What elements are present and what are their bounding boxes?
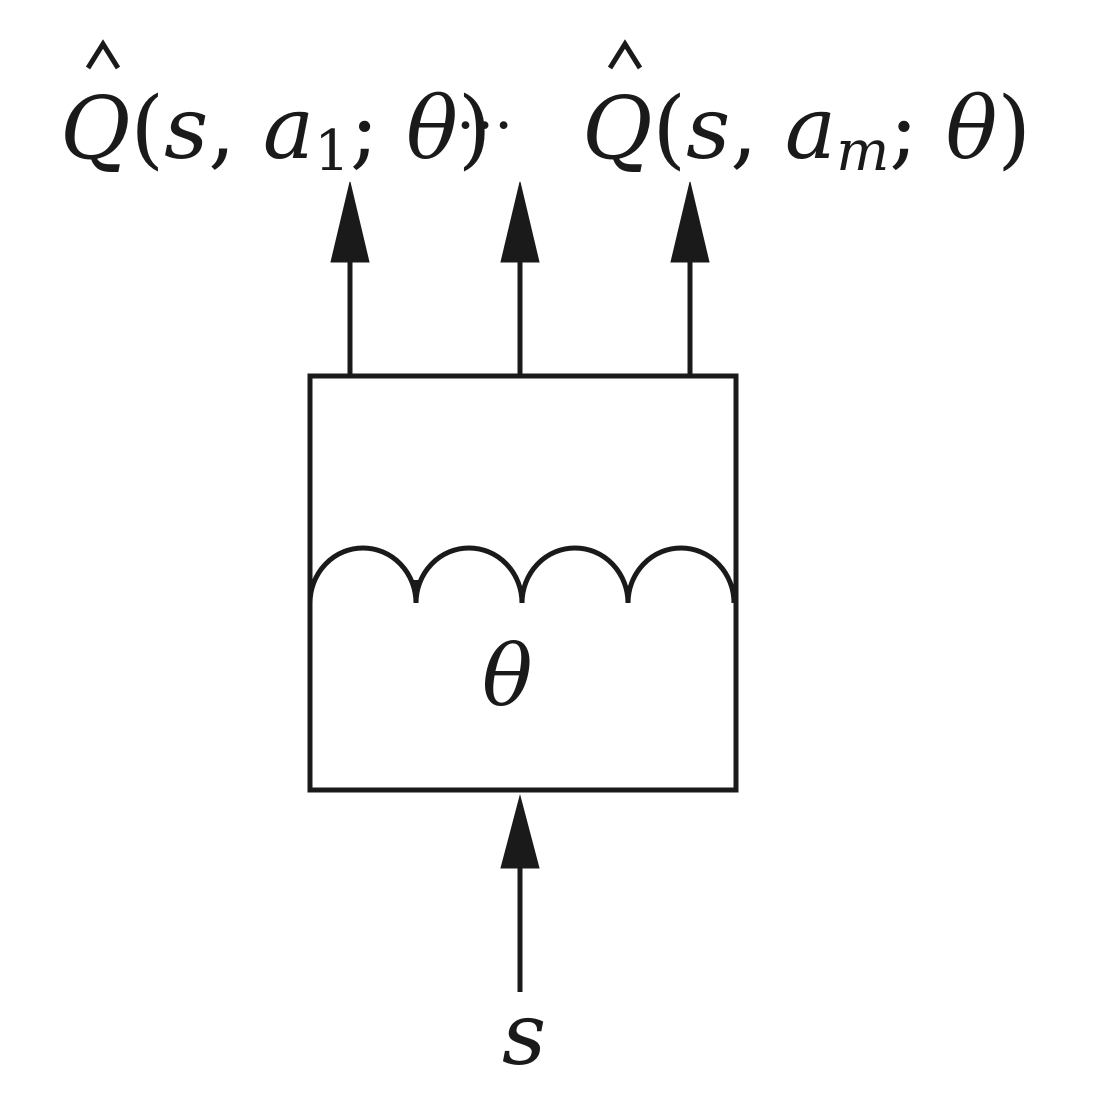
q-hat-symbol-last: Q [582,79,653,179]
close-paren-last: ) [997,79,1031,179]
input-arrow [500,794,540,992]
output-q-first: Q(s, a1; θ) [60,39,491,184]
output-arrow-1 [330,181,370,376]
arrowhead-up-icon [670,181,710,263]
output-arrow-2 [500,181,540,376]
semicolon-last: ; [889,79,945,179]
q-hat-symbol-first: Q [60,79,131,179]
open-paren-first: ( [131,79,165,179]
action-arg-first: a [263,79,314,179]
close-paren-first: ) [458,79,492,179]
neuron-layer-arcs [307,545,737,604]
state-arg-last: s [686,79,730,179]
state-arg-first: s [164,79,208,179]
semicolon-first: ; [350,79,406,179]
network-param-label: θ [482,627,533,725]
hat-icon-last [607,39,643,70]
arrowhead-up-icon [500,181,540,263]
network-box [307,373,739,793]
action-arg-last: a [785,79,836,179]
action-sub-first: 1 [314,119,350,184]
theta-arg-first: θ [406,79,458,179]
action-sub-last: m [836,119,889,184]
output-q-last: Q(s, am; θ) [582,39,1031,184]
svg-text:Q(s, a1; θ): Q(s, a1; θ) [60,79,491,184]
ellipsis: ··· [456,91,513,161]
input-state-label: s [502,985,546,1085]
hat-icon-first [85,39,121,70]
theta-arg-last: θ [946,79,998,179]
svg-text:Q(s, am; θ): Q(s, am; θ) [582,79,1031,184]
arrowhead-up-icon [330,181,370,263]
comma-first: , [208,79,263,179]
comma-last: , [730,79,785,179]
open-paren-last: ( [653,79,687,179]
arrowhead-up-icon [500,794,540,869]
output-arrow-3 [670,181,710,376]
